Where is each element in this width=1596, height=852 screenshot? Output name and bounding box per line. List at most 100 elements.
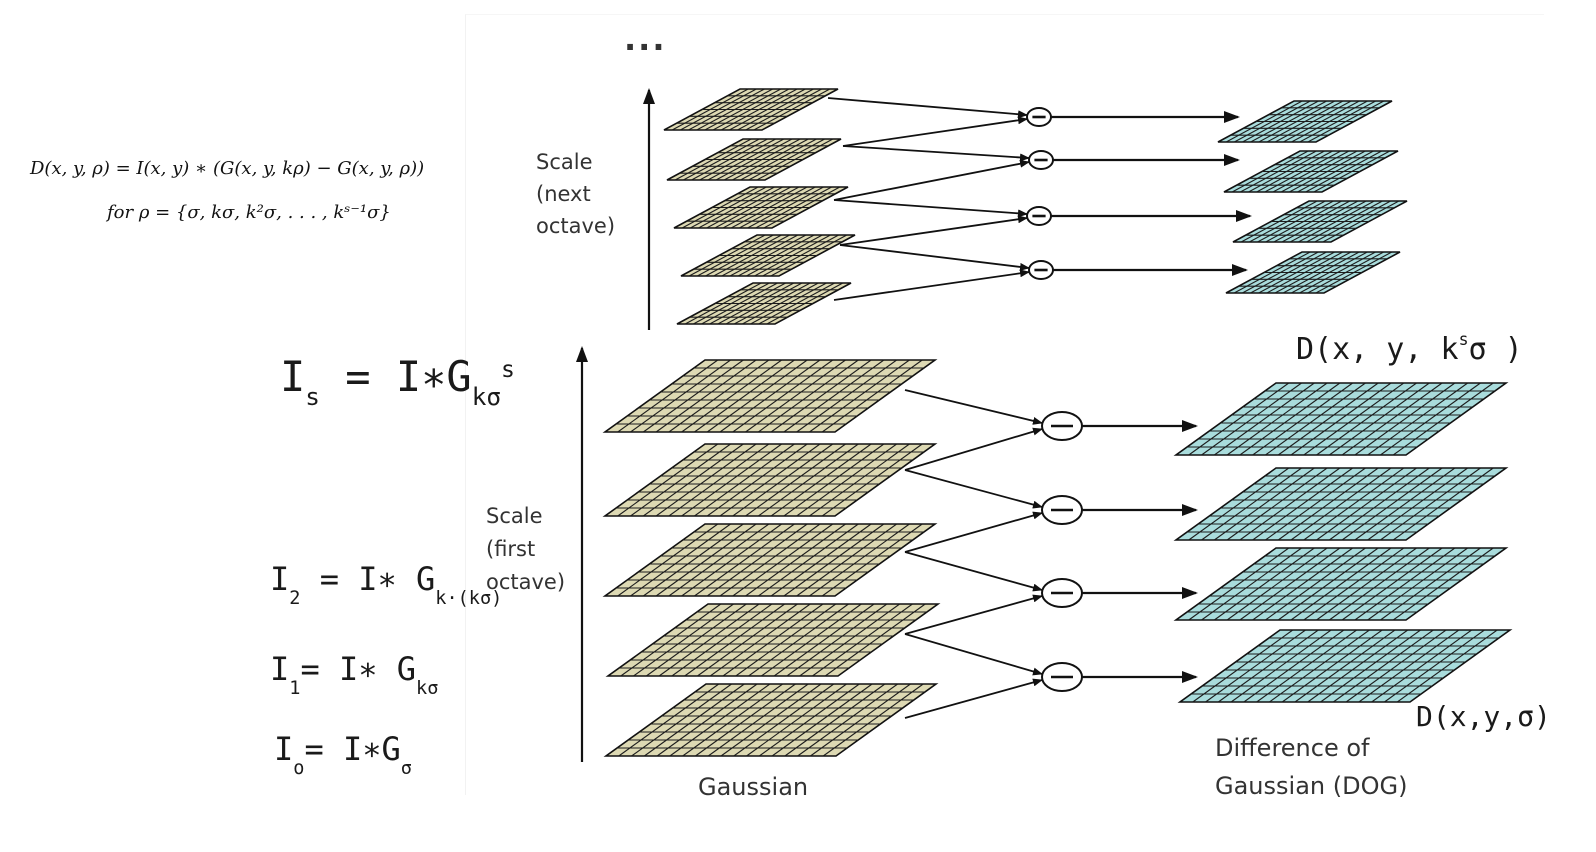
gaussian-layer-first-3 [602, 523, 938, 597]
dog-layer-first-4-gridline-v [1307, 629, 1409, 703]
gaussian-layer-first-1-gridline-v [745, 359, 846, 433]
gaussian-caption: Gaussian [698, 773, 809, 801]
gaussian-layer-first-5-gridline-v [656, 683, 758, 757]
gaussian-layer-first-4-gridline-v [761, 603, 862, 677]
ellipsis-label: ... [624, 20, 667, 58]
gaussian-layer-first-2-gridline-v [643, 443, 744, 517]
gaussian-layer-first-3-gridline-v [630, 523, 731, 597]
gaussian-layer-first-4 [605, 603, 941, 677]
gaussian-layer-first-3-gridline-v [758, 523, 859, 597]
subtract-node-next-3 [1026, 206, 1052, 226]
arrow-next-in-b-4 [833, 269, 1030, 301]
gaussian-layer-first-3-gridline-v [796, 523, 897, 597]
gaussian-layer-first-5-gridline-v [822, 683, 924, 757]
gaussian-layer-first-2-gridline-v [821, 443, 923, 517]
dog-layer-first-3-gridline-v [1354, 547, 1456, 621]
i0-symbol: I [274, 730, 294, 768]
dog-layer-first-1-gridline-v [1354, 382, 1456, 456]
gaussian-layer-first-2-gridline-v [809, 443, 910, 517]
is-subscript: s [305, 382, 320, 411]
is-rest: = I∗G [319, 352, 472, 401]
dog-layer-first-3-gridline-v [1226, 547, 1328, 621]
i1-g-subscript: kσ [416, 678, 439, 699]
dog-layer-first-4-gridline-v [1192, 629, 1294, 703]
dog-layer-first-3-gridline-v [1214, 547, 1315, 621]
i0-g-subscript: σ [400, 758, 412, 779]
gaussian-layer-first-4-gridline-v [709, 603, 811, 677]
rho-definition: for ρ = {σ, kσ, k²σ, . . . , kˢ⁻¹σ} [107, 202, 391, 223]
gaussian-layer-first-3-gridline-v [809, 523, 910, 597]
gaussian-layer-first-5-gridline-v [797, 683, 898, 757]
dog-layer-first-2-gridline-v [1188, 467, 1290, 541]
gaussian-layer-first-4-gridline-v [786, 603, 888, 677]
gaussian-layer-first-5-gridline-v [771, 683, 873, 757]
dog-layer-first-1-gridline-v [1201, 382, 1302, 456]
gaussian-layer-first-4-gridline-v [658, 603, 760, 677]
dog-layer-first-3-gridline-v [1277, 547, 1379, 621]
gaussian-layer-first-4-gridline-v [722, 603, 824, 677]
dog-layer-first-3-gridline-v [1303, 547, 1405, 621]
arrow-next-in-b-3 [839, 215, 1028, 246]
gaussian-layer-first-1-gridline-v [630, 359, 731, 433]
gaussian-layer-first-1-gridline-v [783, 359, 885, 433]
dog-layer-first-2-gridline-v [1265, 467, 1366, 541]
gaussian-layer-first-5-gridline-v [733, 683, 835, 757]
gaussian-layer-first-1-gridline-v [719, 359, 821, 433]
arrow-next-in-a-1 [827, 97, 1028, 119]
dog-equation: D(x, y, ρ) = I(x, y) ∗ (G(x, y, kρ) − G(… [30, 158, 425, 179]
gaussian-layer-first-3-gridline-v [617, 523, 719, 597]
gaussian-layer-first-2-gridline-v [796, 443, 897, 517]
dog-layer-first-3-gridline-v [1329, 547, 1430, 621]
dog-layer-first-1-gridline-v [1341, 382, 1443, 456]
dog-layer-first-4-gridline-v [1294, 629, 1396, 703]
dog-layer-first-1-gridline-v [1329, 382, 1430, 456]
gaussian-layer-first-5-gridline-v [746, 683, 847, 757]
arrow-first-in-b-2 [904, 511, 1043, 553]
dog-layer-first-2-gridline-v [1392, 467, 1494, 541]
gaussian-layer-first-5-gridline-v [695, 683, 796, 757]
gaussian-layer-first-1-gridline-v [694, 359, 795, 433]
dog-layer-first-2-gridline-v [1239, 467, 1341, 541]
dog-layer-first-4-gridline-v [1384, 629, 1485, 703]
dog-layer-first-3-gridline-v [1265, 547, 1366, 621]
dog-layer-next-2 [1223, 150, 1399, 193]
gaussian-layer-next-4 [680, 234, 856, 277]
gaussian-layer-first-2-gridline-v [758, 443, 859, 517]
subtract-node-next-2 [1028, 150, 1054, 170]
gaussian-layer-first-1-gridline-v [681, 359, 782, 433]
i2-symbol: I [270, 560, 290, 598]
dog-layer-first-1-gridline-v [1303, 382, 1405, 456]
gaussian-layer-first-1-gridline-v [643, 359, 744, 433]
dog-layer-first-3 [1173, 547, 1509, 621]
dog-layer-first-2-gridline-v [1341, 467, 1443, 541]
is-g-subscript: kσ [471, 382, 502, 411]
dog-layer-first-1-gridline-v [1226, 382, 1328, 456]
gaussian-layer-first-2-gridline-v [770, 443, 872, 517]
dog-layer-first-4-gridline-v [1256, 629, 1357, 703]
arrow-first-in-b-3 [904, 594, 1043, 635]
gaussian-layer-first-2-gridline-v [668, 443, 770, 517]
dog-layer-first-2-gridline-v [1201, 467, 1302, 541]
gaussian-layer-first-2-gridline-v [630, 443, 731, 517]
arrow-first-in-a-2 [904, 469, 1043, 509]
handwritten-dog-top-label: D(x, y, ksσ ) [1296, 330, 1523, 367]
gaussian-layer-first-3-gridline-v [732, 523, 834, 597]
gaussian-layer-first-2-gridline-v [694, 443, 795, 517]
gaussian-layer-first-2-gridline-v [783, 443, 885, 517]
gaussian-layer-first-3-gridline-v [770, 523, 872, 597]
subtract-node-first-1 [1041, 411, 1083, 441]
gaussian-layer-first-4-gridline-v [812, 603, 913, 677]
dog-layer-first-4-gridline-v [1205, 629, 1306, 703]
dog-layer-first-1-gridline-v [1290, 382, 1392, 456]
gaussian-layer-first-4-gridline-v [684, 603, 785, 677]
dog-layer-first-1-gridline-v [1188, 382, 1290, 456]
arrow-next-in-a-4 [839, 244, 1030, 271]
gaussian-layer-first-1-gridline-v [821, 359, 923, 433]
dog-layer-first-2-gridline-v [1380, 467, 1481, 541]
gaussian-layer-first-4-gridline-v [697, 603, 798, 677]
dog-layer-next-1 [1217, 100, 1393, 143]
subtract-node-first-2 [1041, 495, 1083, 525]
i2-subscript: 2 [289, 588, 301, 609]
dog-layer-first-3-gridline-v [1188, 547, 1290, 621]
